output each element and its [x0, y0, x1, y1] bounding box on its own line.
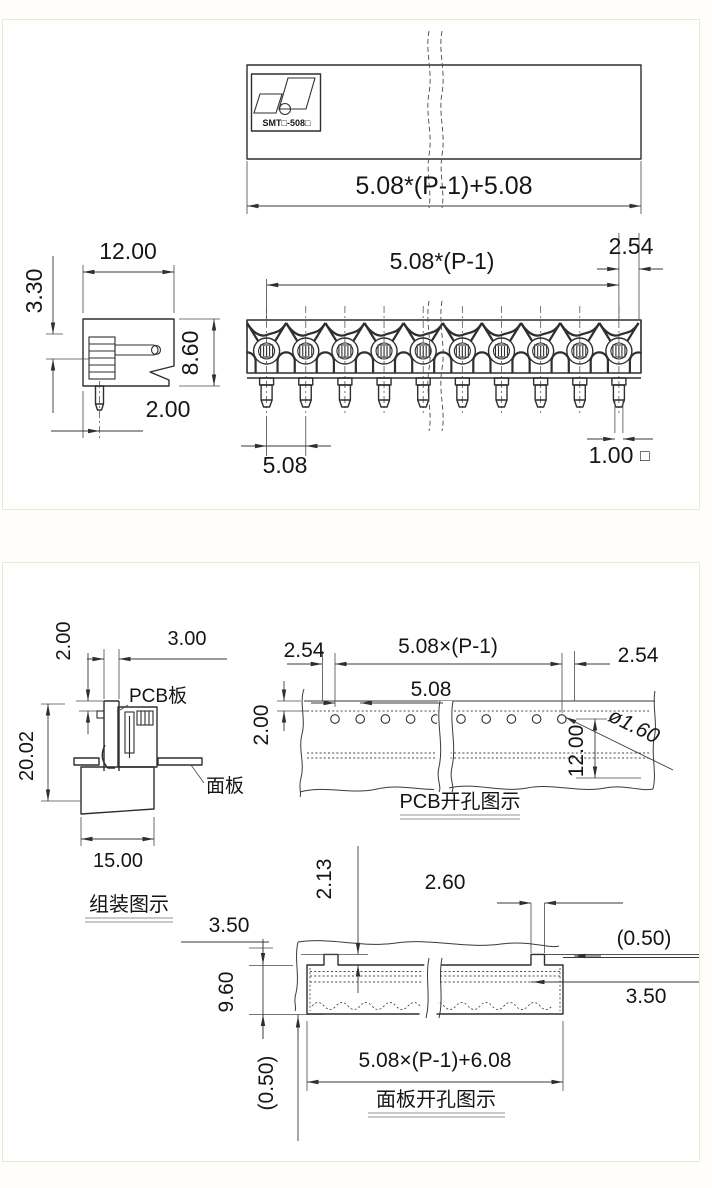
panel-label: 面板 — [206, 775, 244, 797]
logo-box — [250, 73, 322, 132]
dim-notch-width: 2.60 — [425, 871, 466, 894]
top-drawing: SMT□-508□ 5.08*(P-1)+5.08 — [21, 30, 663, 478]
dim-body-height: 8.60 — [177, 331, 203, 376]
dim-pcb-span: 5.08×(P-1) — [398, 635, 498, 658]
dim-tol-right: (0.50) — [617, 927, 672, 950]
dim-pcb-pitch: 5.08 — [411, 678, 452, 701]
dim-inset: 3.50 — [626, 985, 667, 1008]
dim-overall-length: 5.08*(P-1)+5.08 — [355, 172, 532, 200]
dim-top-offset: 3.50 — [209, 914, 250, 937]
drawing-panel-top: SMT□-508□ 5.08*(P-1)+5.08 — [2, 19, 700, 510]
dim-pcb-depth: 12.00 — [565, 725, 588, 778]
side-view: 12.00 8.60 3.30 2.00 — [21, 238, 220, 438]
dim-front: 3.00 — [168, 628, 207, 650]
dim-pcb-left: 2.54 — [284, 639, 325, 662]
dim-row-span: 5.08*(P-1) — [390, 248, 495, 274]
panel-view-title: 面板开孔图示 — [376, 1088, 496, 1111]
dim-pitch: 5.08 — [263, 452, 308, 478]
dim-pin-offset: 2.00 — [146, 396, 191, 422]
panel-cutout-view: 2.13 2.60 (0.50) 3.50 — [181, 846, 699, 1141]
dim-cutout-span: 5.08×(P-1)+6.08 — [359, 1049, 512, 1072]
dim-side-width: 12.00 — [99, 238, 157, 264]
dim-pcb-edge: 2.00 — [250, 705, 273, 746]
brand-logo-icon — [253, 77, 316, 116]
dim-lever: 3.30 — [21, 269, 47, 314]
assembly-title: 组装图示 — [89, 893, 169, 916]
pcb-label: PCB板 — [129, 685, 187, 707]
dim-gap: 2.00 — [53, 622, 75, 661]
dim-notch-height: 2.13 — [313, 859, 336, 900]
panel-strip-right — [157, 757, 203, 766]
dim-cutout-height: 9.60 — [215, 972, 238, 1013]
top-view: SMT□-508□ 5.08*(P-1)+5.08 — [246, 30, 642, 214]
pcb-view-title: PCB开孔图示 — [399, 790, 520, 813]
dim-pcb-right: 2.54 — [618, 644, 659, 667]
pcb-hole-view: 5.08×(P-1) 2.54 2.54 5.08 2.00 ø1.60 — [250, 635, 674, 820]
assembly-view: PCB板 面板 2.00 3.00 20.02 — [16, 622, 244, 923]
pcb-holes — [330, 714, 567, 724]
panel-strip-left — [73, 757, 100, 766]
dim-tol-bottom: (0.50) — [255, 1056, 278, 1111]
dim-assembly-height: 20.02 — [16, 731, 38, 781]
logo-text: SMT□-508□ — [263, 118, 311, 128]
dim-end-offset: 2.54 — [609, 233, 654, 259]
drawing-panel-bottom: PCB板 面板 2.00 3.00 20.02 — [2, 562, 700, 1162]
dim-assembly-width: 15.00 — [93, 850, 143, 872]
bottom-drawing: PCB板 面板 2.00 3.00 20.02 — [16, 622, 699, 1141]
square-symbol: □ — [640, 448, 650, 465]
front-view: 5.08*(P-1) 2.54 5.08 1.00 — [232, 233, 663, 478]
dim-pin-size: 1.00 — [589, 442, 634, 468]
